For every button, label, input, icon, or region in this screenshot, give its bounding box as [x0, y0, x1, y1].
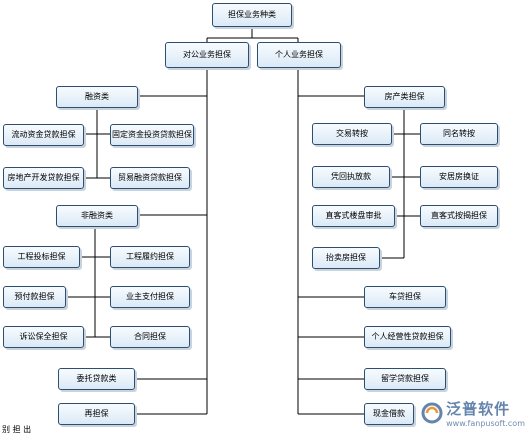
real-estate-item: 交易转按: [312, 123, 392, 145]
financing-item: 流动资金贷款担保: [3, 124, 84, 146]
financing-item: 贸易融资贷款担保: [110, 167, 190, 189]
financing-item: 房地产开发贷款担保: [3, 167, 84, 189]
cropped-footer-text: 别 担 出: [2, 425, 32, 434]
watermark: 泛普软件 www.fanpusoft.com: [421, 398, 525, 428]
real-estate-item: 直客式楼盘审批: [312, 205, 395, 227]
financing-item: 固定资金投资贷款担保: [110, 124, 194, 146]
cash-loan-node: 现金借款: [364, 403, 414, 425]
reguarantee-node: 再担保: [58, 403, 135, 425]
non-financing-item: 预付款担保: [3, 286, 66, 308]
non-financing-node: 非融资类: [56, 205, 138, 227]
real-estate-item: 同名转按: [420, 123, 498, 145]
real-estate-item: 抬卖房担保: [312, 247, 380, 269]
personal-guarantee-node: 个人业务担保: [257, 42, 341, 68]
non-financing-item: 工程投标担保: [3, 246, 80, 268]
real-estate-item: 直客式按揭担保: [420, 205, 498, 227]
root-node: 担保业务种类: [212, 3, 292, 27]
real-estate-item: 凭回执放款: [312, 166, 390, 188]
fanpu-logo-icon: [421, 402, 443, 424]
non-financing-item: 合同担保: [110, 326, 190, 348]
study-loan-node: 留学贷款担保: [364, 368, 446, 390]
business-loan-node: 个人经营性贷款担保: [364, 326, 451, 348]
watermark-name: 泛普软件: [446, 400, 511, 418]
entrusted-loan-node: 委托贷款类: [58, 368, 135, 390]
non-financing-item: 业主支付担保: [110, 286, 190, 308]
financing-node: 融资类: [56, 86, 138, 108]
car-loan-node: 车贷担保: [364, 286, 446, 308]
real-estate-node: 房产类担保: [364, 86, 445, 108]
watermark-url: www.fanpusoft.com: [446, 419, 525, 428]
real-estate-item: 安居房换证: [420, 166, 498, 188]
non-financing-item: 诉讼保全担保: [3, 326, 84, 348]
non-financing-item: 工程履约担保: [110, 246, 190, 268]
corporate-guarantee-node: 对公业务担保: [165, 42, 249, 68]
